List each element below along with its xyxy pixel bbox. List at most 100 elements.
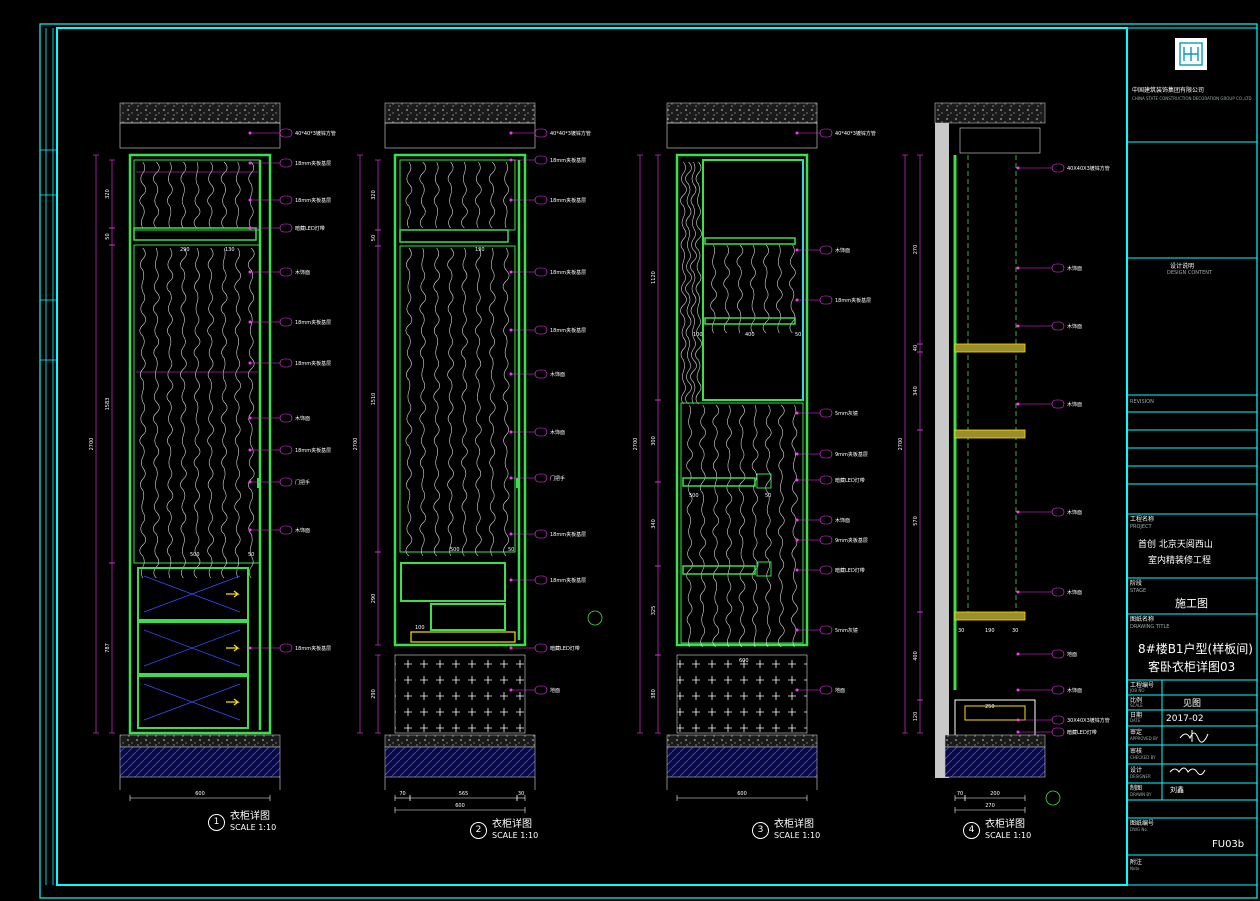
view-3-annotation-label-9: 5mm灰镜: [835, 627, 858, 634]
approved-label: 审定: [1130, 729, 1143, 736]
view-1-cabinet-frame: [128, 153, 272, 735]
view-1-dim-total: 2700: [89, 438, 95, 451]
drawn-label-en: DRAWN BY: [1130, 792, 1152, 797]
view-1-dim-bottom: 600: [195, 791, 205, 797]
view-1-dim-d: 787: [105, 643, 111, 653]
view-2-annotation-label-8: 18mm夹板基层: [550, 531, 586, 538]
view-4-inner-dim-2: 190: [985, 628, 995, 634]
view-4-annotation-label-4: 木饰面: [1067, 509, 1082, 516]
view-3-glass-shelf-1: [682, 477, 756, 487]
view-2-inner-dim-4: 50: [508, 547, 514, 553]
view-2-floor-screed: [384, 734, 536, 748]
view-4-dim-bottom-a: 70: [957, 791, 963, 797]
checked-label-en: CHECKED BY: [1130, 755, 1156, 760]
view-3-annotation-label-0: 40*40*3镀锌方管: [835, 130, 876, 137]
view-2-annotation-label-6: 木饰面: [550, 429, 565, 436]
view-1-drawer-cross-3: [143, 683, 241, 721]
view-2-dim-bottom-b: 565: [459, 791, 469, 797]
view-2-dim-b: 50: [371, 235, 377, 241]
view-3-dim-d: 325: [651, 606, 657, 616]
view-2-dim-c: 1510: [371, 393, 377, 406]
view-3-niche-shelf-2: [704, 317, 796, 325]
view-4-title: 衣柜详图: [985, 819, 1025, 830]
view-3-dim-bottom: 600: [737, 791, 747, 797]
view-3-cabinet-frame: [675, 153, 809, 647]
view-2-hanging-area: [399, 245, 516, 553]
view-3-plinth: [676, 654, 808, 734]
view-2-drawer-2: [430, 603, 506, 631]
date-label: 日期: [1130, 712, 1143, 719]
view-3-inner-dim-1: 100: [693, 332, 703, 338]
view-1-drawer-arrow-2: [226, 644, 240, 652]
view-2-ceiling-void: [384, 122, 536, 149]
view-1-drawer-cross-1: [143, 575, 241, 613]
view-3-dim-b: 300: [651, 436, 657, 446]
view-2-door-handle: [516, 478, 520, 488]
view-1-dim-a: 320: [105, 189, 111, 199]
view-4-number: 4: [963, 822, 980, 839]
view-2-inner-dim-2: 500: [450, 547, 460, 553]
left-revision-strip: [40, 28, 57, 885]
view-4-annotation-label-5: 木饰面: [1067, 589, 1082, 596]
view-2-annotation: [509, 128, 548, 695]
view-3-floor-slab: [666, 746, 818, 778]
view-1-annotation-label-11: 18mm夹板基层: [295, 645, 331, 652]
date-value: 2017-02: [1166, 714, 1204, 724]
view-2-annotation-label-11: 地面: [550, 687, 560, 694]
revision-label: REVISION: [1130, 399, 1154, 405]
view-3-ceiling-slab: [666, 102, 818, 124]
view-4-detail-callout: [1045, 790, 1061, 806]
checked-label: 审核: [1130, 748, 1143, 755]
view-2-scale: SCALE 1:10: [492, 831, 539, 840]
view-2-top-shelf: [399, 229, 509, 243]
view-2-annotation-label-0: 40*40*3镀锌方管: [550, 130, 591, 137]
view-1-dim-b: 50: [105, 233, 111, 239]
project-label: 工程名称: [1130, 516, 1155, 523]
view-1-top-shelf: [133, 227, 257, 241]
view-1-drawer-2: [137, 621, 249, 675]
view-3-annotation-label-6: 木饰面: [835, 517, 850, 524]
view-4-annotation-label-3: 木饰面: [1067, 401, 1082, 408]
view-1-drawer-cross-2: [143, 629, 241, 667]
view-2-plinth: [394, 654, 526, 734]
designer-label-en: DESIGNER: [1130, 774, 1151, 779]
view-3-open-niche: [702, 159, 804, 401]
view-4-floor-screed: [944, 734, 1046, 748]
view-3-number: 3: [752, 822, 769, 839]
view-3-inner-dim-3: 50: [795, 332, 801, 338]
view-1-drawer-1: [137, 567, 249, 621]
view-2-dim-d: 290: [371, 594, 377, 604]
view-1-annotation-label-10: 木饰面: [295, 527, 310, 534]
view-3-annotation: [795, 128, 833, 695]
view-3-annotation-label-3: 5mm灰镜: [835, 410, 858, 417]
view-2-ceiling-slab: [384, 102, 536, 124]
view-3-lower-area: [680, 402, 804, 644]
view-4-dim-bottom-b: 200: [990, 791, 1000, 797]
view-4-annotation-label-6: 地面: [1067, 651, 1077, 658]
view-4-dim-a: 270: [913, 245, 919, 255]
view-4-dim-b: 40: [913, 345, 919, 351]
view-2-annotation-label-4: 18mm夹板基层: [550, 327, 586, 334]
stage-value: 施工图: [1175, 597, 1208, 610]
view-1-annotation-label-0: 40*40*3镀锌方管: [295, 130, 336, 137]
checked-signature: [1169, 767, 1206, 776]
view-1-dim-c: 1583: [105, 398, 111, 411]
view-1-title: 衣柜详图: [230, 811, 270, 822]
view-3-niche-side-grain: [680, 161, 702, 405]
view-1-annotation-label-3: 暗藏LED灯带: [295, 225, 325, 232]
view-1-main-grain: [139, 247, 255, 579]
view-4-inner-dim-4: 250: [985, 704, 995, 710]
view-1-annotation-label-7: 木饰面: [295, 415, 310, 422]
view-1-ceiling-void: [119, 122, 281, 149]
view-1-top-grain: [139, 161, 254, 229]
view-4-annotation-label-7: 木饰面: [1067, 687, 1082, 694]
view-4-annotation-label-1: 木饰面: [1067, 265, 1082, 272]
company-logo-icon: [1175, 38, 1207, 70]
company-name-cn: 中国建筑装饰集团有限公司: [1132, 87, 1205, 94]
view-2-cabinet-frame: [393, 153, 527, 647]
designer-label: 设计: [1130, 767, 1143, 774]
view-4-wall: [935, 123, 949, 778]
view-1-inner-dim-1: 290: [180, 247, 190, 253]
project-name-line2: 室内精装修工程: [1148, 556, 1212, 566]
view-2-annotation-label-5: 木饰面: [550, 371, 565, 378]
